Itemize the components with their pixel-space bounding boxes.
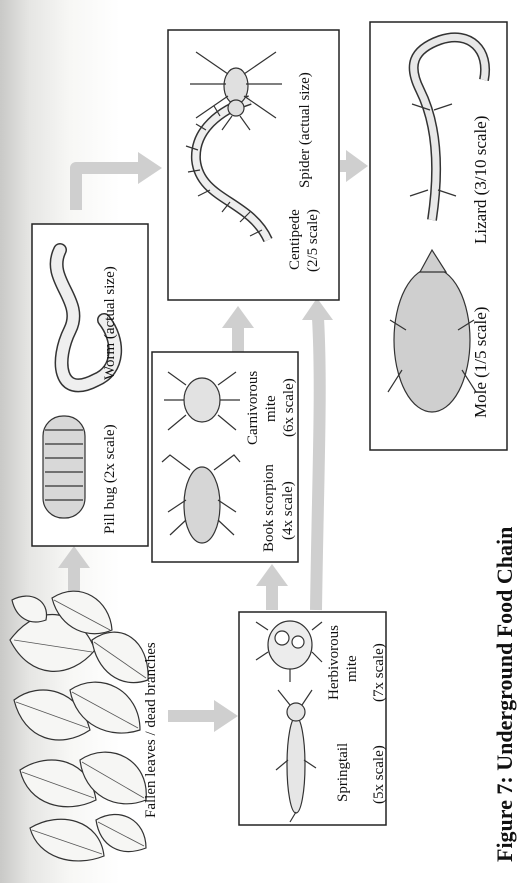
- figure-title: Figure 7: Underground Food Chain: [492, 527, 518, 862]
- centipede-name: Centipede: [286, 209, 304, 270]
- arrow-head-small-predators-to-mid-predators: [222, 306, 254, 328]
- arrow-head-leaves-to-soil-feeders: [58, 546, 90, 568]
- arrow-head-leaves-to-decomposers: [214, 700, 238, 732]
- pill-bug-illustration: [43, 416, 85, 518]
- arrow-head-mid-predators-to-top-predators: [346, 150, 368, 182]
- springtail-name: Springtail: [334, 743, 352, 802]
- pill-bug-label: Pill bug (2x scale): [101, 424, 119, 534]
- arrow-head-soil-feeders-to-mid-predators: [138, 152, 162, 184]
- source-label: Fallen leaves / dead branches: [142, 642, 160, 818]
- herbivorous-mite-scale: (7x scale): [370, 643, 388, 702]
- herbivorous-mite-name: Herbivorous: [325, 625, 343, 700]
- worm-label: Worm (actual size): [101, 266, 119, 380]
- book-scorpion-scale: (4x scale): [279, 481, 297, 540]
- lizard-label: Lizard (3/10 scale): [472, 116, 490, 244]
- carnivorous-mite-name: Carnivorous: [244, 371, 262, 445]
- arrow-decomposers-to-mid-predators: [316, 318, 320, 610]
- centipede-scale: (2/5 scale): [304, 209, 322, 272]
- spider-label: Spider (actual size): [296, 72, 314, 188]
- arrow-head-decomposers-to-small-predators: [256, 564, 288, 586]
- springtail-scale: (5x scale): [370, 745, 388, 804]
- mole-label: Mole (1/5 scale): [472, 307, 490, 418]
- herbivorous-mite-name-line2: mite: [343, 655, 361, 682]
- carnivorous-mite-scale: (6x scale): [280, 378, 298, 437]
- leaf-litter-illustration: [10, 591, 148, 861]
- arrow-soil-feeders-to-mid-predators: [76, 168, 140, 210]
- carnivorous-mite-name-line2: mite: [262, 395, 280, 422]
- arrow-head-decomposers-to-mid-predators: [302, 298, 333, 320]
- book-scorpion-name: Book scorpion: [260, 464, 278, 552]
